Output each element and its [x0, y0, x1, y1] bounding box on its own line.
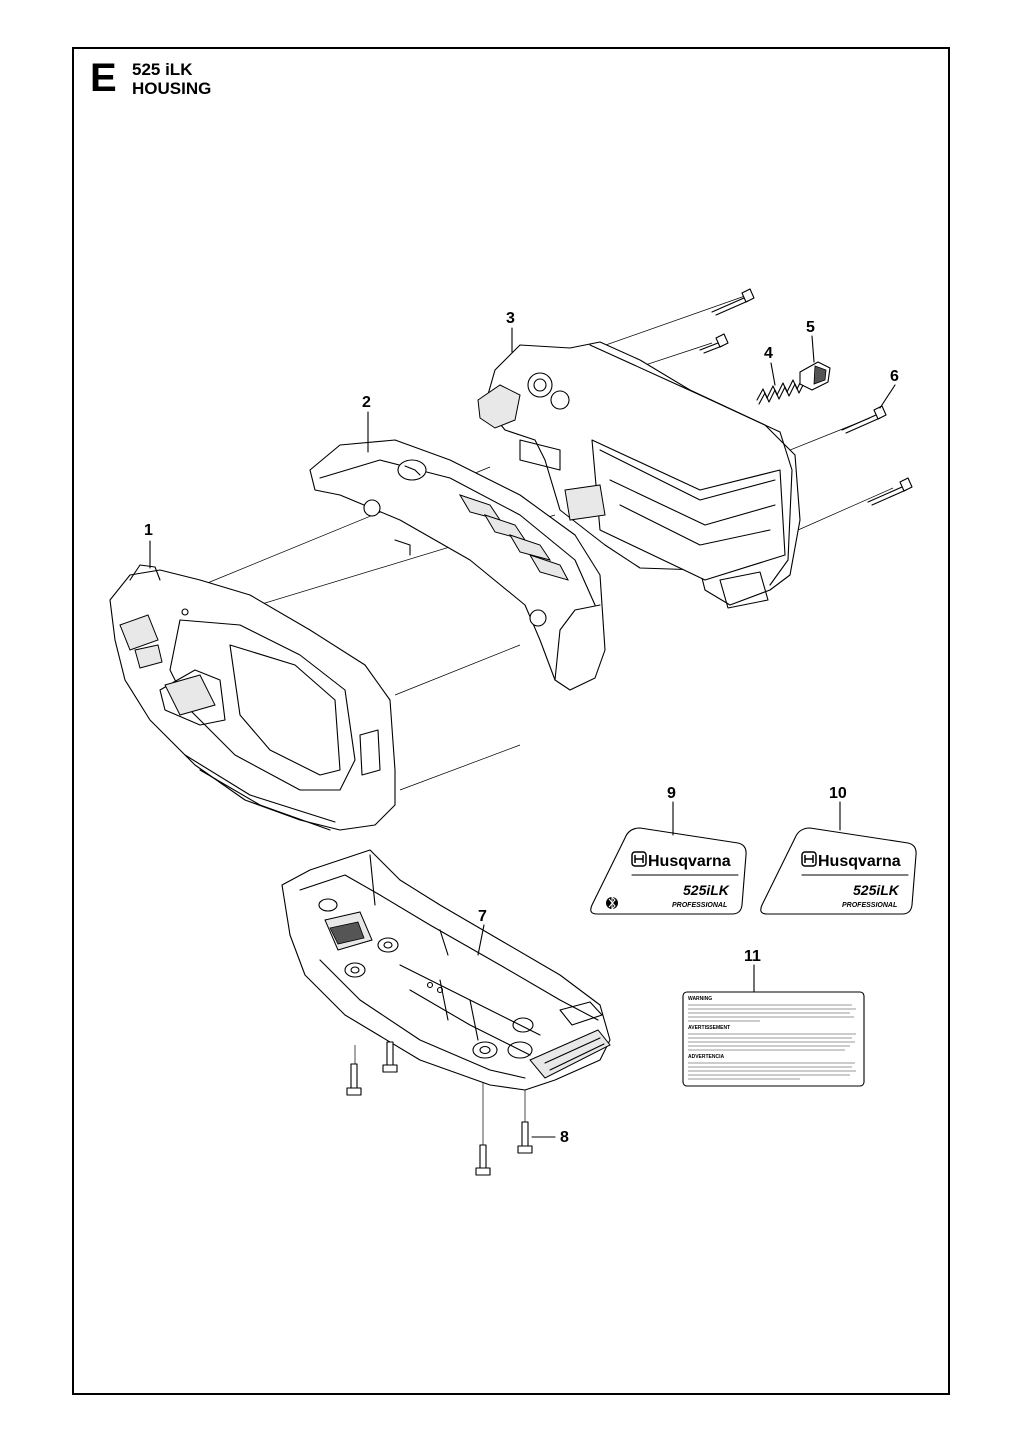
decal-part-10: Husqvarna 525iLK PROFESSIONAL — [760, 827, 917, 915]
decal-model-text: 525iLK — [853, 882, 900, 898]
callout-6: 6 — [890, 368, 899, 385]
callout-10: 10 — [829, 785, 847, 802]
screw-part-8-1 — [346, 1063, 362, 1096]
screw-part-8-2 — [382, 1041, 398, 1073]
callout-9: 9 — [667, 785, 676, 802]
bottom-cover-part-7 — [281, 849, 611, 1091]
warning-fine-print-fr — [688, 1033, 856, 1051]
screw-part-8-4 — [517, 1121, 533, 1154]
decal-brand-text: Husqvarna — [648, 853, 731, 870]
callout-8: 8 — [560, 1129, 569, 1146]
callout-7: 7 — [478, 908, 487, 925]
section-letter: E — [90, 56, 117, 100]
rear-housing-part-3 — [477, 341, 801, 609]
section-title: HOUSING — [132, 79, 212, 98]
screw-part-8-3 — [475, 1144, 491, 1176]
decal-grade-text: PROFESSIONAL — [672, 902, 727, 909]
callout-leaders — [149, 327, 896, 1138]
screw-part-6-lower — [867, 477, 913, 506]
callout-5: 5 — [806, 319, 815, 336]
warning-heading-es: ADVERTENCIA — [688, 1054, 725, 1060]
model-title: 525 iLK — [132, 60, 193, 79]
screw-upper-2 — [699, 333, 729, 354]
warning-heading-en: WARNING — [688, 996, 712, 1002]
decal-model-text: 525iLK — [683, 882, 730, 898]
warning-fine-print-es — [688, 1062, 856, 1080]
callout-2: 2 — [362, 394, 371, 411]
front-handle-housing-part-1 — [109, 564, 396, 831]
spring-part-4 — [756, 376, 806, 405]
warning-fine-print-en — [688, 1004, 856, 1022]
decal-grade-text: PROFESSIONAL — [842, 902, 897, 909]
screw-upper-1 — [711, 288, 755, 316]
husqvarna-logo-icon — [631, 851, 647, 867]
callout-4: 4 — [764, 345, 773, 362]
warning-label-part-11: WARNING AVERTISSEMENT ADVERTENCIA — [682, 991, 865, 1087]
latch-part-5 — [799, 361, 831, 391]
drawing-frame — [72, 47, 950, 1395]
callout-11: 11 — [744, 948, 761, 965]
decal-brand-text: Husqvarna — [818, 853, 901, 870]
top-handle-cover-part-2 — [309, 439, 606, 691]
warning-heading-fr: AVERTISSEMENT — [688, 1025, 730, 1031]
husqvarna-logo-icon — [801, 851, 817, 867]
decal-part-9: Husqvarna 525iLK PROFESSIONAL — [590, 827, 747, 915]
callout-3: 3 — [506, 310, 515, 327]
screw-part-6-upper — [841, 405, 887, 434]
bluetooth-icon — [606, 895, 618, 911]
callout-1: 1 — [144, 522, 153, 539]
